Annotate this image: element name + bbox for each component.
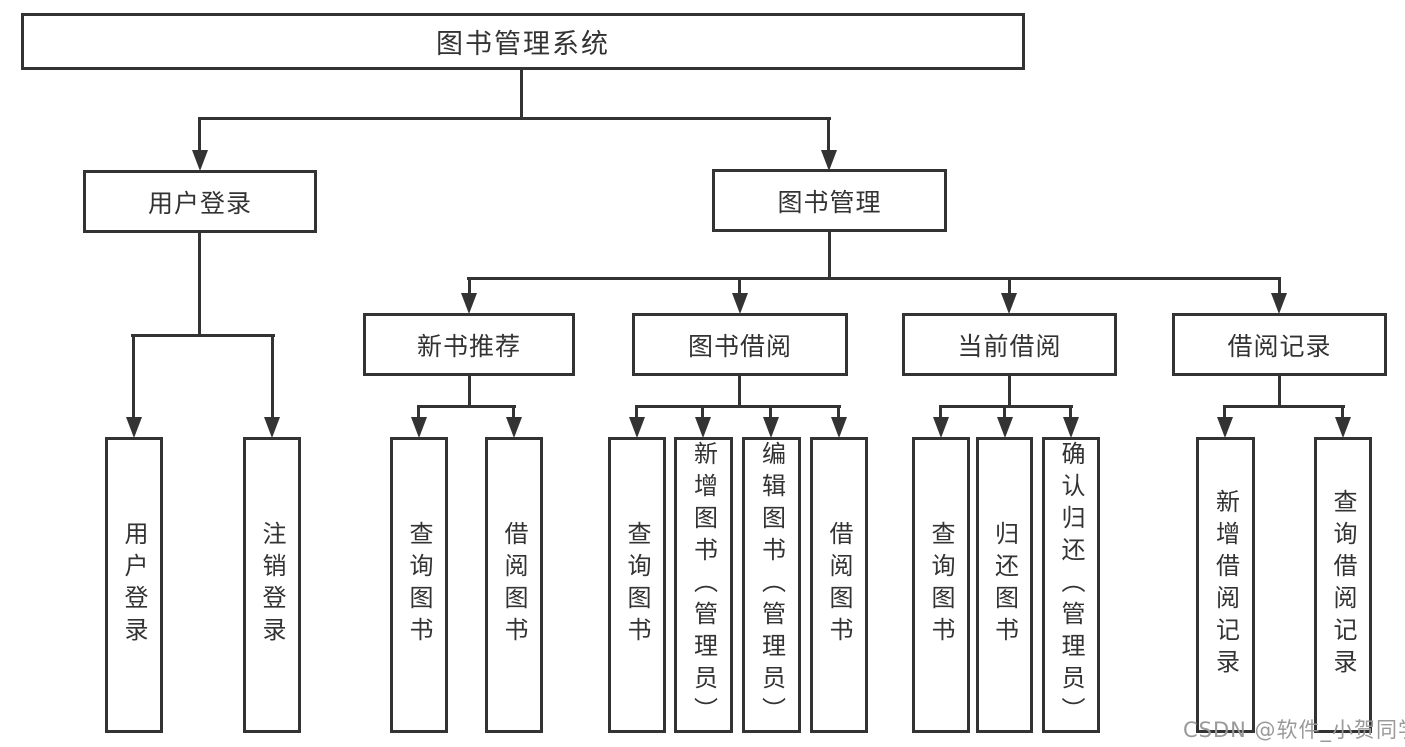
connector-userlogin-rail <box>131 334 275 337</box>
node-new-book-recommend: 新书推荐 <box>363 313 575 376</box>
arrowhead <box>933 417 949 438</box>
leaf-label: 新增借阅记录 <box>1211 489 1240 681</box>
node-current-borrowing: 当前借阅 <box>902 313 1117 376</box>
connector-drop <box>769 405 772 419</box>
node-book-borrowing: 图书借阅 <box>632 313 848 376</box>
connector-drop-book-mgmt <box>827 117 830 151</box>
node-library-management-system: 图书管理系统 <box>21 13 1025 70</box>
connector-drop-current-borrow <box>1008 277 1011 295</box>
arrowhead-current-borrow <box>1001 293 1017 314</box>
connector-drop <box>939 405 942 419</box>
connector-group4-stub <box>1278 376 1281 407</box>
node-label: 当前借阅 <box>957 331 1062 361</box>
connector-group2-rail <box>635 405 841 408</box>
arrowhead <box>629 417 645 438</box>
arrowhead <box>997 417 1013 438</box>
connector-drop-user-login <box>198 117 201 151</box>
connector-group3-rail <box>939 405 1073 408</box>
leaf-add-books-admin: 新增图书（管理员） <box>674 437 733 733</box>
connector-drop <box>1003 405 1006 419</box>
leaf-label: 查询图书 <box>405 521 433 649</box>
leaf-query-borrow-record: 查询借阅记录 <box>1314 437 1372 733</box>
node-user-login: 用户登录 <box>83 170 317 233</box>
leaf-label: 注销登录 <box>258 521 286 649</box>
arrowhead <box>1335 417 1351 438</box>
leaf-logout: 注销登录 <box>243 437 301 733</box>
connector-drop <box>837 405 840 419</box>
connector-drop-borrow-records <box>1278 277 1281 295</box>
leaf-borrow-books-recommend: 借阅图书 <box>485 437 543 733</box>
connector-drop <box>417 405 420 419</box>
leaf-label: 查询借阅记录 <box>1329 489 1357 681</box>
leaf-return-books: 归还图书 <box>976 437 1033 733</box>
connector-group3-stub <box>1008 376 1011 407</box>
leaf-edit-books-admin: 编辑图书（管理员） <box>742 437 801 733</box>
arrowhead <box>1217 417 1233 438</box>
connector-group1-stub <box>468 376 471 407</box>
connector-bookmgmt-stub <box>828 232 831 280</box>
arrowhead <box>695 417 711 438</box>
leaf-borrow-books: 借阅图书 <box>810 437 868 733</box>
connector-group4-rail <box>1223 405 1345 408</box>
leaf-label: 编辑图书（管理员） <box>757 441 786 729</box>
connector-level3-rail <box>467 277 1281 280</box>
connector-drop <box>635 405 638 419</box>
leaf-user-login: 用户登录 <box>105 437 163 733</box>
leaf-label: 借阅图书 <box>500 521 528 649</box>
arrowhead-logout <box>264 417 280 438</box>
connector-drop <box>512 405 515 419</box>
arrowhead-new-book <box>461 293 477 314</box>
connector-root-stub <box>520 70 523 118</box>
connector-group2-stub <box>738 376 741 407</box>
node-borrowing-records: 借阅记录 <box>1172 313 1387 376</box>
node-book-management: 图书管理 <box>712 169 947 232</box>
leaf-query-books-recommend: 查询图书 <box>390 437 448 733</box>
node-label: 图书借阅 <box>687 331 792 361</box>
arrowhead-book-borrow <box>732 293 748 314</box>
leaf-label: 查询图书 <box>927 521 955 649</box>
csdn-watermark: CSDN @软件_小贺同学 <box>1183 718 1405 742</box>
arrowhead-book-mgmt <box>821 150 837 171</box>
connector-group1-rail <box>417 405 516 408</box>
arrowhead <box>506 417 522 438</box>
node-label: 新书推荐 <box>416 331 521 361</box>
node-label: 图书管理 <box>777 187 882 217</box>
leaf-confirm-return-admin: 确认归还（管理员） <box>1042 437 1100 733</box>
node-label: 借阅记录 <box>1227 331 1332 361</box>
arrowhead-borrow-records <box>1271 293 1287 314</box>
connector-drop <box>1223 405 1226 419</box>
node-label: 图书管理系统 <box>436 29 610 60</box>
leaf-query-books-current: 查询图书 <box>912 437 970 733</box>
connector-userlogin-stub <box>198 233 201 336</box>
arrowhead <box>411 417 427 438</box>
node-label: 用户登录 <box>147 188 252 218</box>
leaf-label: 用户登录 <box>120 521 148 649</box>
arrowhead-user-login <box>192 150 208 171</box>
connector-drop-new-book <box>468 277 471 295</box>
connector-level2-rail <box>198 117 831 120</box>
leaf-label: 查询图书 <box>623 521 651 649</box>
leaf-add-borrow-record: 新增借阅记录 <box>1196 437 1255 733</box>
leaf-label: 确认归还（管理员） <box>1057 441 1085 729</box>
leaf-label: 归还图书 <box>990 521 1019 649</box>
connector-drop-logout <box>271 334 274 419</box>
leaf-label: 借阅图书 <box>825 521 853 649</box>
arrowhead <box>1063 417 1079 438</box>
arrowhead-login <box>126 417 142 438</box>
arrowhead <box>763 417 779 438</box>
connector-drop-book-borrow <box>738 277 741 295</box>
connector-drop <box>1069 405 1072 419</box>
connector-drop <box>1341 405 1344 419</box>
leaf-query-books-borrowing: 查询图书 <box>608 437 666 733</box>
connector-drop <box>701 405 704 419</box>
connector-drop-login <box>132 334 135 419</box>
arrowhead <box>831 417 847 438</box>
leaf-label: 新增图书（管理员） <box>689 441 718 729</box>
